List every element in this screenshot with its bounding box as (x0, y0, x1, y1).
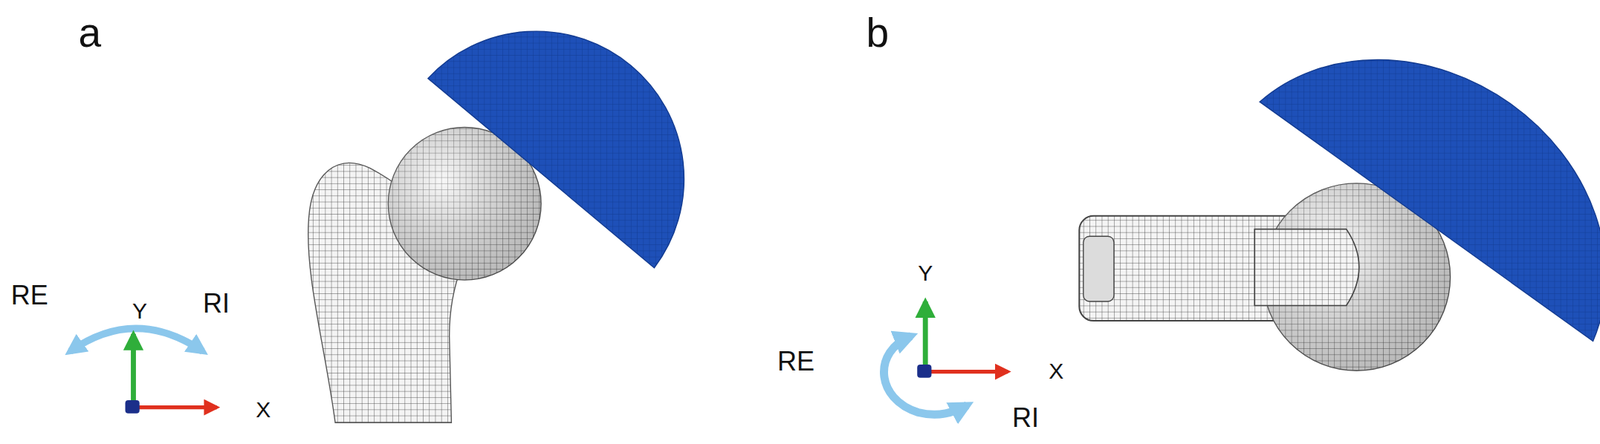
axis-triad (883, 301, 1008, 415)
panel-letter: a (78, 11, 102, 53)
acetabular-cup (428, 31, 685, 269)
panel-letter: b (866, 11, 890, 53)
rotation-label: RI (1012, 405, 1039, 432)
rotation-label: RI (202, 290, 230, 318)
axis-label: Y (132, 300, 148, 323)
axis-label: Y (917, 262, 933, 285)
femoral-stem (1079, 183, 1450, 371)
femoral-stem (308, 127, 542, 423)
rotation-label: RE (11, 282, 49, 310)
axis-label: X (255, 399, 271, 422)
rotation-label: RE (777, 348, 815, 376)
acetabular-cup (1259, 60, 1600, 342)
axis-triad (69, 328, 217, 414)
axis-label: X (1048, 360, 1064, 383)
